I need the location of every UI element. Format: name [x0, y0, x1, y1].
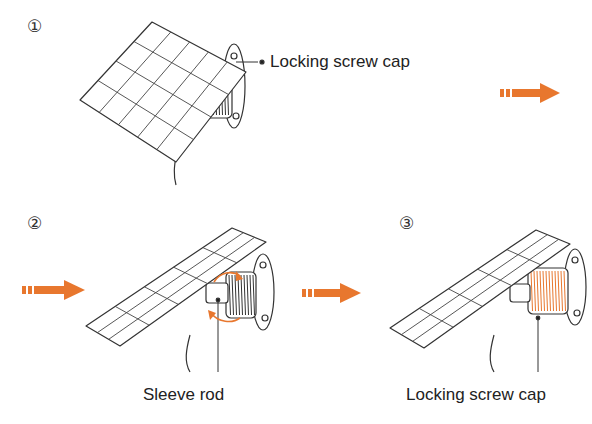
cable	[186, 335, 190, 372]
stroke	[99, 32, 171, 112]
stroke	[174, 267, 208, 283]
stroke	[546, 271, 548, 311]
stroke	[229, 275, 231, 315]
screw-hole	[260, 262, 266, 268]
stroke	[558, 271, 560, 311]
step-number: ②	[27, 214, 42, 234]
stroke	[448, 289, 482, 307]
stroke	[98, 81, 194, 140]
stroke	[253, 275, 255, 315]
screw-hole	[233, 113, 239, 119]
part-label: Sleeve rod	[143, 385, 224, 405]
stroke	[235, 275, 237, 315]
stroke	[552, 271, 554, 311]
stroke	[116, 61, 211, 117]
solar-panel	[86, 228, 266, 346]
stroke	[531, 271, 533, 311]
sleeve-rod	[206, 283, 228, 303]
flow-arrow	[302, 283, 361, 303]
stroke	[534, 271, 536, 311]
solar-panel	[390, 230, 570, 348]
stroke	[157, 62, 227, 150]
stroke	[238, 275, 240, 315]
locking-screw-cap	[226, 272, 256, 318]
cable	[490, 335, 494, 372]
stroke	[247, 275, 249, 315]
solar-panel	[80, 22, 246, 162]
stroke	[138, 52, 209, 137]
screw-hole	[262, 315, 268, 321]
screw-hole	[572, 257, 578, 263]
stroke	[97, 233, 243, 333]
stroke	[401, 235, 547, 335]
stroke	[549, 271, 551, 311]
stroke	[478, 269, 512, 285]
stroke	[244, 275, 246, 315]
part-label: Locking screw cap	[406, 385, 546, 405]
stroke	[540, 271, 542, 311]
leader-dot	[216, 298, 220, 302]
leader-dot	[536, 316, 540, 320]
flow-arrow	[22, 280, 85, 300]
stroke	[537, 271, 539, 311]
leader-line	[218, 300, 219, 372]
stroke	[118, 42, 189, 125]
leader-dot	[260, 60, 264, 64]
stroke	[144, 287, 178, 305]
stroke	[555, 271, 557, 311]
rotation-arrow	[212, 314, 240, 321]
stroke	[507, 250, 541, 265]
step-number: ①	[27, 17, 42, 37]
screw-hole	[574, 310, 580, 316]
leader-line	[538, 318, 539, 372]
stroke	[561, 271, 563, 311]
step-number: ③	[399, 214, 414, 234]
stroke	[232, 275, 234, 315]
stroke	[134, 42, 229, 95]
stroke	[250, 275, 252, 315]
part-label: Locking screw cap	[270, 52, 410, 72]
stroke	[109, 237, 255, 339]
stroke	[413, 239, 559, 341]
sleeve-rod	[510, 284, 530, 302]
screw-hole	[231, 53, 237, 59]
flow-arrow	[500, 83, 560, 103]
stroke	[564, 271, 566, 311]
stroke	[543, 271, 545, 311]
locking-screw-cap	[528, 268, 568, 314]
leader-line	[236, 62, 258, 63]
stroke	[241, 275, 243, 315]
stroke	[203, 248, 237, 263]
